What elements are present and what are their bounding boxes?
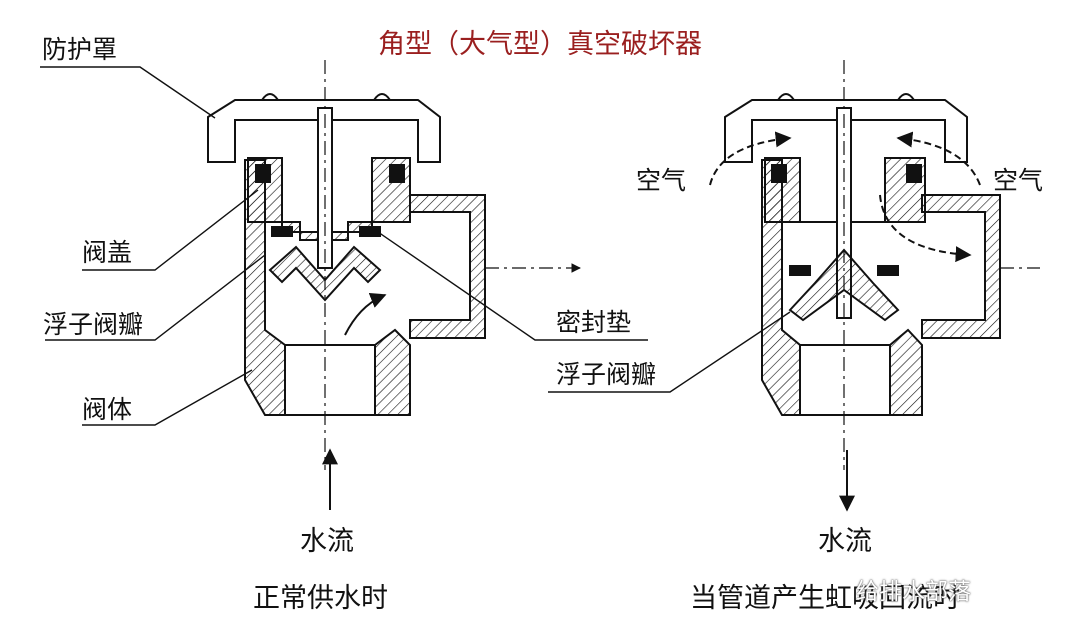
left-caption: 正常供水时	[253, 583, 388, 614]
diagram-title: 角型（大气型）真空破坏器	[378, 29, 702, 60]
right-float-disc	[788, 248, 900, 322]
label-bonnet: 阀盖	[82, 238, 133, 267]
label-air-right: 空气	[993, 166, 1044, 195]
left-protective-cover	[207, 99, 441, 163]
label-float-disc-left: 浮子阀瓣	[43, 310, 144, 339]
right-leaders	[548, 311, 791, 393]
right-bonnet	[764, 157, 926, 223]
watermark-text: 给排水部落	[856, 579, 971, 605]
label-valve-body: 阀体	[82, 395, 133, 424]
right-valve	[709, 60, 1040, 512]
right-flow-label: 水流	[818, 526, 872, 557]
left-valve	[207, 60, 581, 510]
label-air-left: 空气	[636, 166, 687, 195]
left-valve-body	[244, 159, 286, 416]
right-caption: 当管道产生虹吸回流时	[690, 583, 960, 614]
right-protective-cover	[724, 99, 968, 163]
right-valve-body	[761, 159, 801, 416]
label-float-disc-right: 浮子阀瓣	[556, 360, 657, 389]
left-flow-label: 水流	[300, 526, 354, 557]
left-float-disc	[268, 245, 382, 302]
label-protective-cover: 防护罩	[42, 35, 118, 64]
left-leaders	[40, 66, 648, 426]
label-gasket: 密封垫	[556, 308, 632, 337]
